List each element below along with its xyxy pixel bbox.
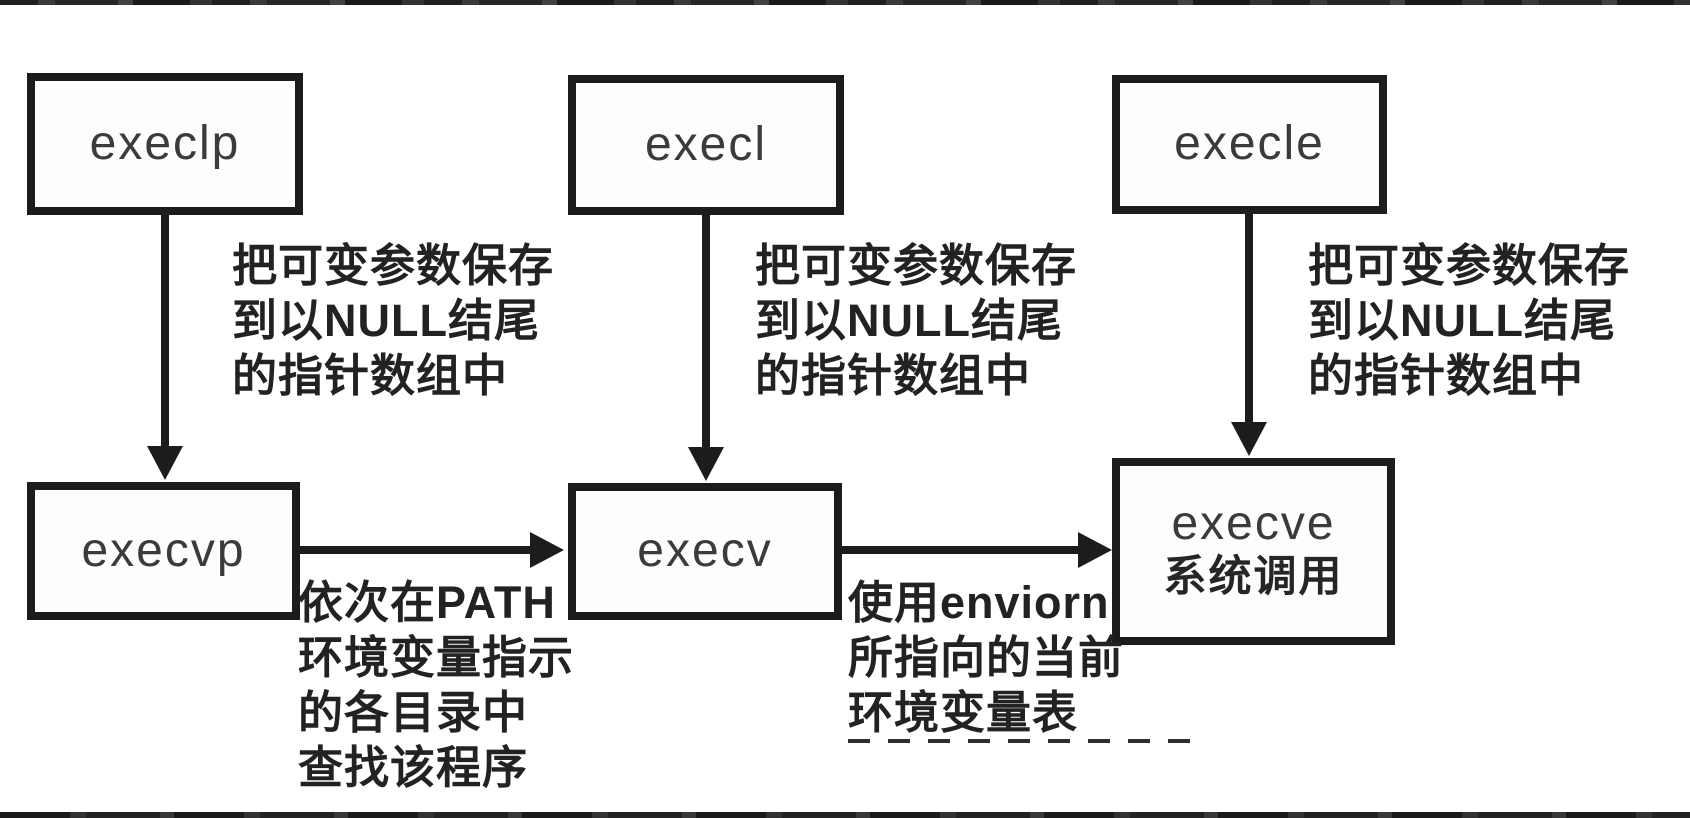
annotation-save-args-execlp: 把可变参数保存 到以NULL结尾 的指针数组中 [232, 240, 555, 401]
arrow-line [842, 546, 1078, 554]
arrowhead-right-icon [530, 532, 564, 568]
node-execve: execve 系统调用 [1112, 458, 1395, 645]
node-execve-sublabel: 系统调用 [1163, 553, 1344, 602]
arrowhead-down-icon [688, 447, 724, 481]
cropped-text-fragment [848, 739, 1198, 743]
node-execvp: execvp [27, 482, 300, 620]
node-execl-label: execl [644, 117, 768, 171]
annotation-path-search: 依次在PATH 环境变量指示 的各目录中 查找该程序 [298, 577, 575, 793]
node-execle-label: execle [1174, 117, 1325, 171]
node-execve-label: execve [1171, 497, 1336, 551]
annotation-save-args-execle: 把可变参数保存 到以NULL结尾 的指针数组中 [1308, 240, 1631, 401]
node-execlp: execlp [27, 73, 303, 215]
arrowhead-down-icon [1231, 422, 1267, 456]
arrow-line [161, 215, 169, 448]
node-execle: execle [1112, 75, 1387, 214]
arrowhead-down-icon [147, 446, 183, 480]
node-execlp-label: execlp [89, 116, 241, 170]
annotation-save-args-execl: 把可变参数保存 到以NULL结尾 的指针数组中 [755, 240, 1078, 401]
node-execv: execv [568, 483, 842, 620]
cropped-text-strip-bottom [0, 812, 1690, 818]
arrow-line [1245, 214, 1253, 424]
node-execv-label: execv [637, 524, 773, 578]
cropped-text-strip-top [0, 0, 1690, 5]
annotation-environ-use: 使用enviorn 所指向的当前 环境变量表 [848, 577, 1125, 738]
arrowhead-right-icon [1078, 532, 1112, 568]
arrow-line [300, 546, 530, 554]
node-execl: execl [568, 75, 844, 215]
arrow-line [702, 215, 710, 448]
node-execvp-label: execvp [81, 523, 246, 577]
